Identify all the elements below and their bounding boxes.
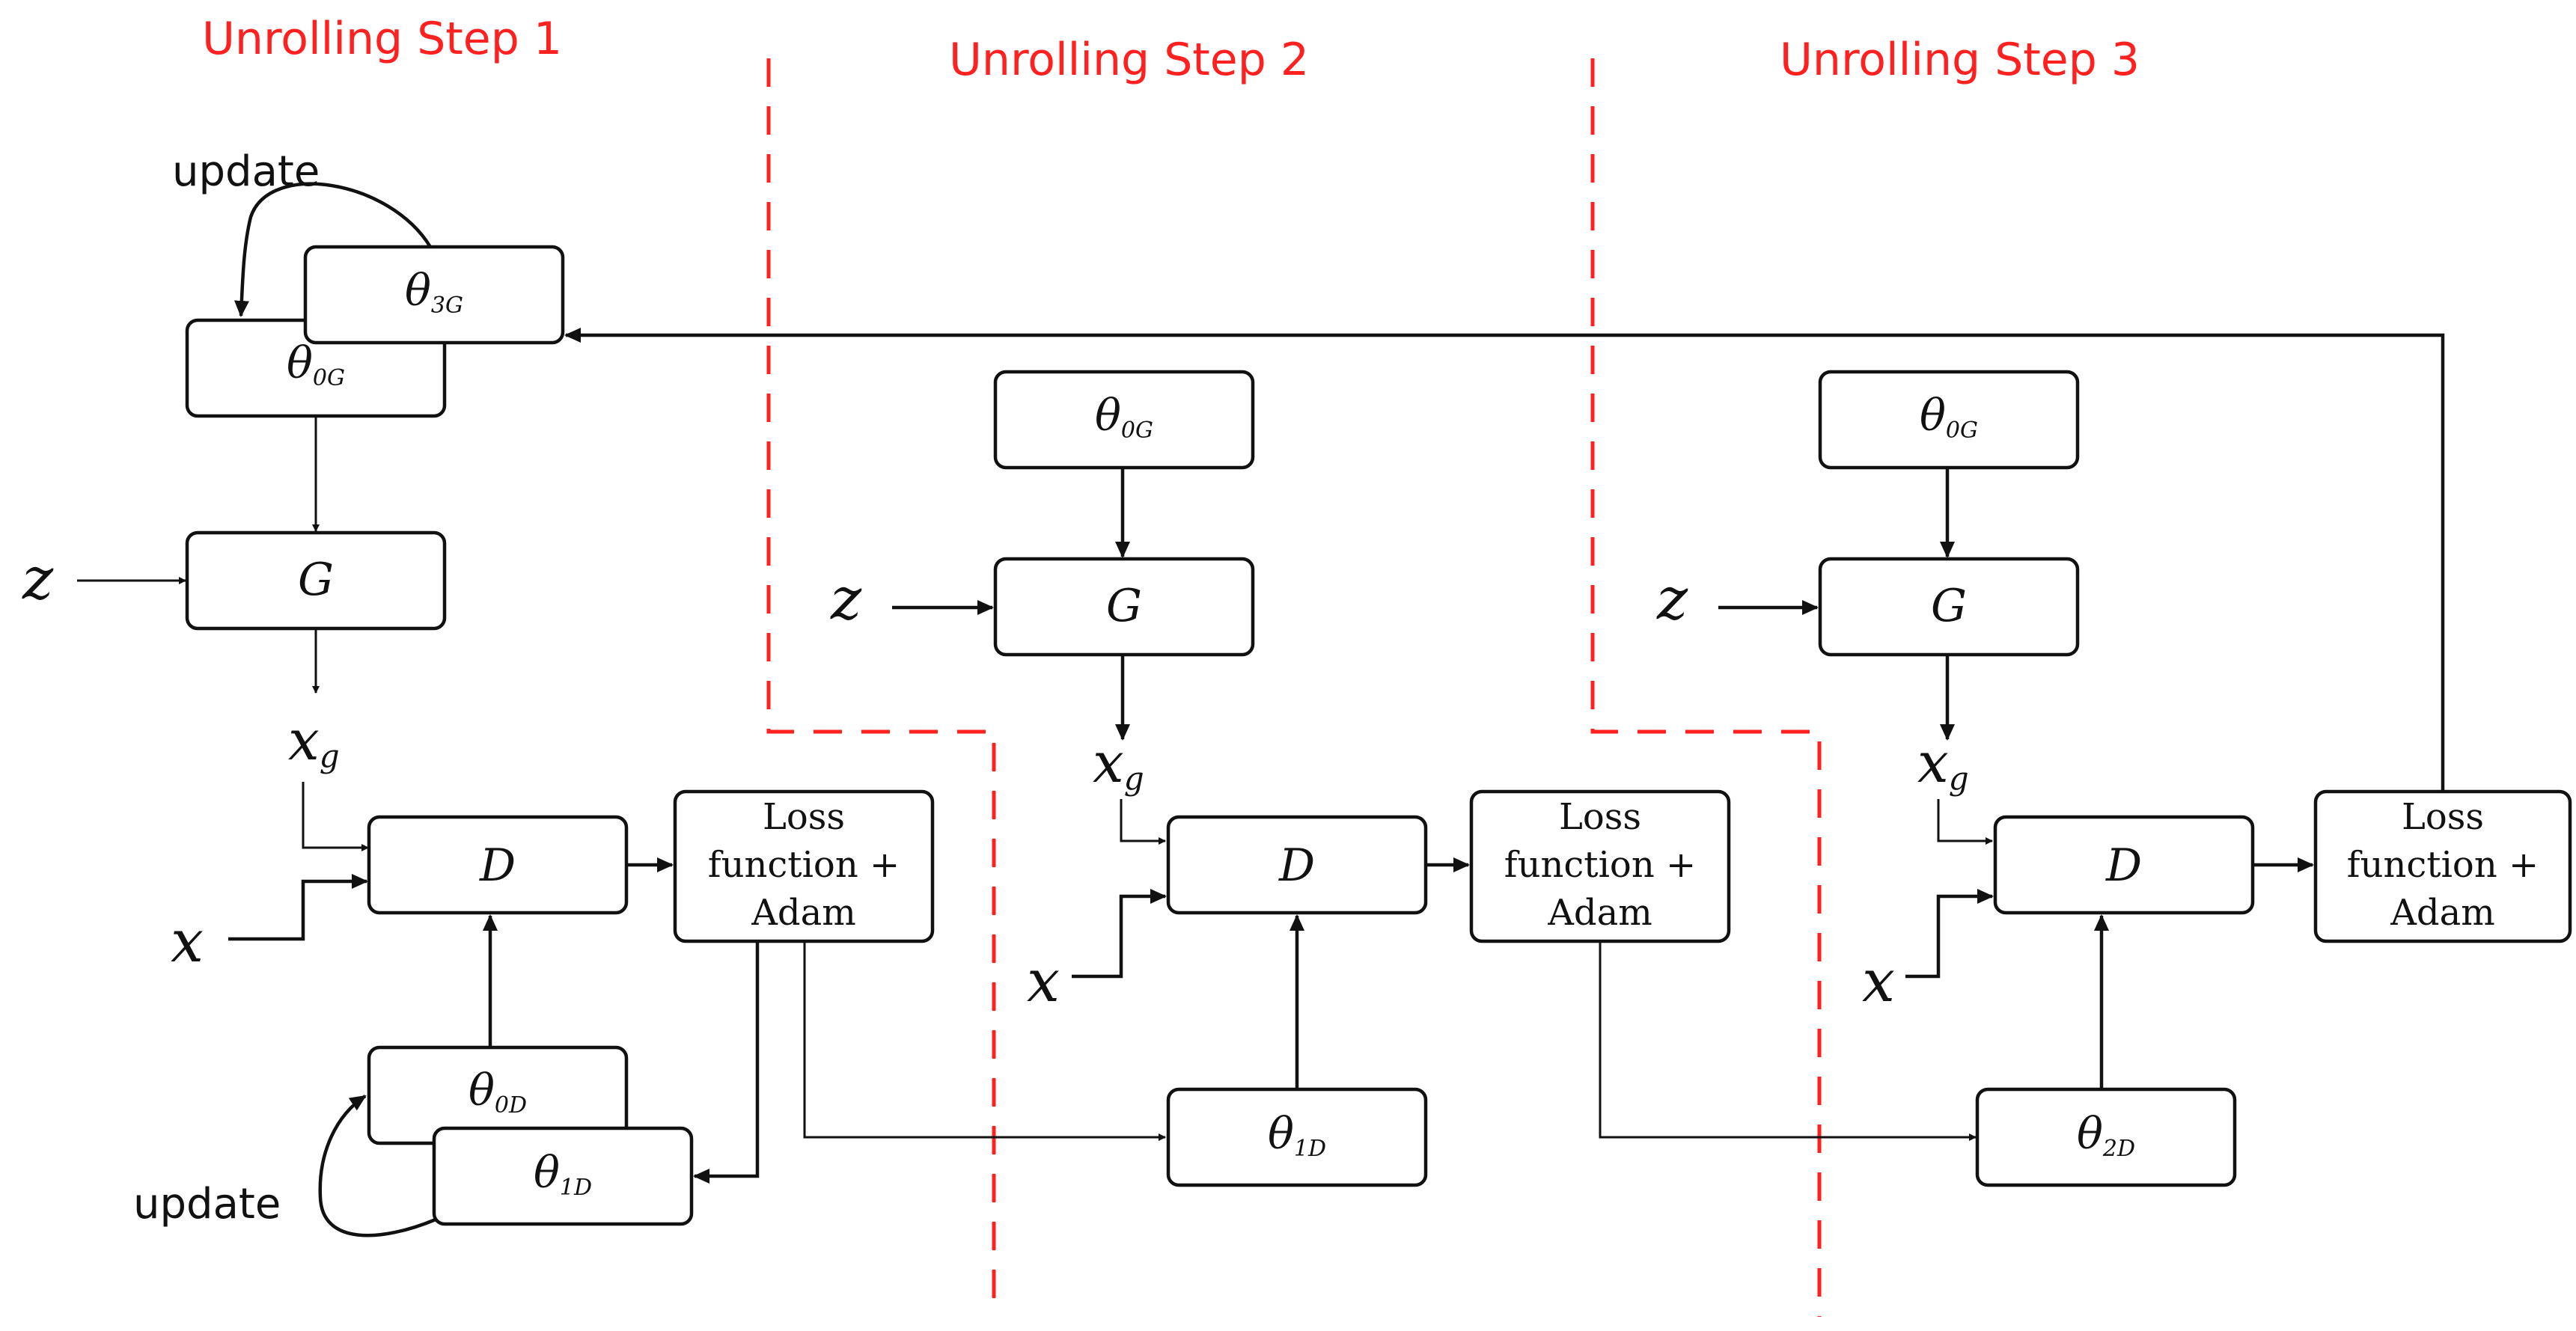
svg-text:Adam: Adam — [1547, 892, 1652, 934]
s1-xg-label: xg — [288, 709, 340, 774]
s3-xg-label: xg — [1917, 731, 1969, 797]
s1-update-label-bottom: update — [133, 1180, 281, 1229]
theta-symbol: θ — [405, 265, 431, 316]
s3-theta2D-sub: 2D — [2102, 1136, 2135, 1162]
s1-theta1D-box: θ1D — [432, 1126, 694, 1226]
s1-update-arrow-bottom — [318, 1095, 436, 1237]
svg-text:Loss: Loss — [1559, 796, 1641, 838]
s2-generator-box: G — [993, 557, 1255, 657]
s2-arrow-loss-s3theta2D — [1599, 941, 1977, 1141]
discriminator-label: D — [479, 839, 516, 892]
s3-theta2D-box: θ2D — [1975, 1087, 2237, 1187]
s3-arrow-x-D — [1905, 889, 1994, 979]
s1-arrow-loss-theta1D — [693, 941, 760, 1184]
s2-arrow-x-D — [1072, 889, 1167, 979]
s2-theta1D-box: θ1D — [1166, 1087, 1428, 1187]
step-divider-1 — [766, 58, 996, 1317]
svg-text:function +: function + — [1504, 844, 1696, 886]
svg-text:G: G — [1931, 580, 1967, 632]
s3-theta0G-box: θ0G — [1818, 370, 2080, 470]
loss-line-1: Loss — [763, 796, 845, 838]
step-1-title: Unrolling Step 1 — [202, 13, 562, 65]
s1-update-arrow-top — [234, 182, 432, 317]
s1-theta3G-box: θ3G — [303, 245, 565, 345]
feedback-arrow-loss-theta3G — [564, 328, 2445, 792]
s2-loss-box: Loss function + Adam — [1469, 789, 1731, 943]
svg-text:Loss: Loss — [2402, 796, 2484, 838]
s3-arrow-xg-D — [1937, 799, 1993, 845]
svg-text:θ1D: θ1D — [1268, 1108, 1326, 1162]
s3-theta0G-sub: 0G — [1946, 417, 1978, 444]
s2-theta0G-sub: 0G — [1121, 417, 1153, 444]
step-2-title: Unrolling Step 2 — [949, 34, 1309, 86]
s1-arrow-xg-D — [302, 782, 369, 851]
s1-arrow-loss-s2theta1D — [803, 941, 1166, 1141]
s3-loss-box: Loss function + Adam — [2313, 789, 2572, 943]
svg-text:function +: function + — [2347, 844, 2539, 886]
s3-real-x: x — [1862, 948, 1895, 1015]
s2-real-x: x — [1027, 948, 1060, 1015]
step-3-title: Unrolling Step 3 — [1780, 34, 2140, 86]
s2-theta0G-box: θ0G — [993, 370, 1255, 470]
s1-generator-box: G — [185, 530, 447, 631]
s1-theta0G-sub: 0G — [313, 365, 345, 391]
s3-noise-z: z — [1656, 566, 1688, 633]
s3-generator-box: G — [1818, 557, 2080, 657]
svg-text:θ0G: θ0G — [1095, 390, 1153, 444]
svg-text:D: D — [2105, 839, 2142, 892]
s1-theta0D-sub: 0D — [495, 1092, 527, 1119]
s3-discriminator-box: D — [1993, 815, 2255, 915]
s1-noise-z: z — [22, 545, 54, 613]
step-divider-2 — [1590, 58, 1822, 1317]
s1-update-label-top: update — [172, 147, 320, 196]
s1-theta3G-sub: 3G — [431, 293, 463, 319]
svg-text:Adam: Adam — [2390, 892, 2495, 934]
svg-text:θ1D: θ1D — [534, 1147, 592, 1201]
generator-label: G — [298, 554, 334, 606]
loss-line-3: Adam — [751, 892, 856, 934]
s1-theta1D-sub: 1D — [560, 1175, 592, 1201]
svg-text:D: D — [1278, 839, 1315, 892]
s2-arrow-xg-D — [1120, 799, 1166, 845]
s1-loss-box: Loss function + Adam — [673, 789, 935, 943]
s2-xg-label: xg — [1093, 731, 1144, 797]
s2-noise-z: z — [830, 566, 862, 633]
svg-text:θ2D: θ2D — [2077, 1108, 2135, 1162]
s2-discriminator-box: D — [1166, 815, 1428, 915]
svg-text:θ0D: θ0D — [468, 1065, 527, 1119]
s1-discriminator-box: D — [367, 815, 629, 915]
loss-line-2: function + — [708, 844, 900, 886]
svg-text:G: G — [1106, 580, 1142, 632]
svg-text:θ0G: θ0G — [287, 337, 345, 391]
svg-text:θ3G: θ3G — [405, 265, 463, 319]
theta-symbol: θ — [287, 337, 313, 388]
s1-arrow-x-D — [228, 874, 368, 941]
svg-text:θ0G: θ0G — [1920, 390, 1978, 444]
s1-real-x: x — [171, 908, 204, 976]
s2-theta1D-sub: 1D — [1294, 1136, 1326, 1162]
